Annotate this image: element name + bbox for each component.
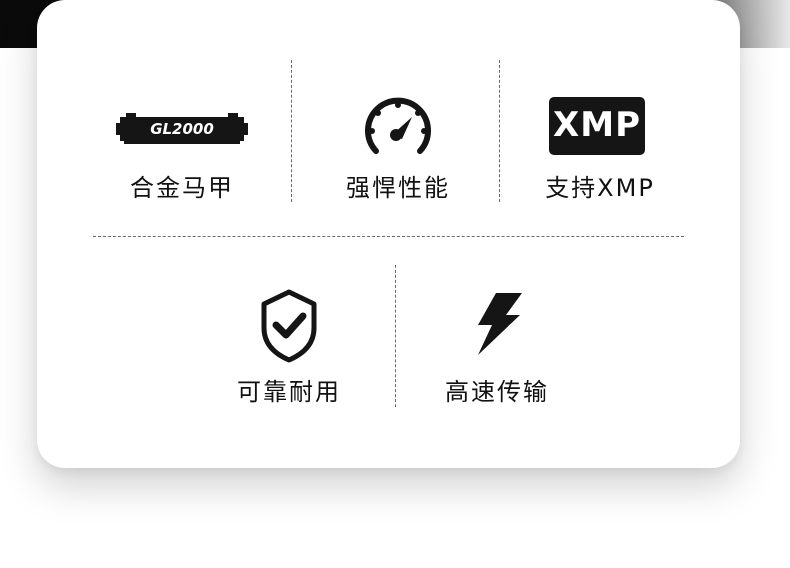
feature-label-alloy: 合金马甲	[130, 174, 234, 202]
divider-vertical-2	[499, 60, 500, 202]
feature-durability: 可靠耐用	[204, 288, 374, 406]
speedometer-icon	[365, 97, 431, 154]
shield-check-icon	[261, 289, 317, 363]
feature-xmp-support: XMP 支持XMP	[515, 97, 685, 210]
feature-card: GL2000 合金马甲 强悍性能 XMP 支持XMP 可靠耐用	[37, 0, 740, 468]
xmp-badge-text: XMP	[553, 105, 641, 145]
ram-badge-text: GL2000	[150, 120, 214, 138]
feature-label-high-speed: 高速传输	[445, 378, 549, 406]
divider-horizontal	[93, 236, 684, 237]
lightning-bolt-icon	[478, 293, 522, 355]
feature-label-xmp: 支持XMP	[545, 174, 655, 202]
divider-vertical-1	[291, 60, 292, 202]
feature-high-speed: 高速传输	[412, 290, 582, 406]
feature-alloy-heatsink: GL2000 合金马甲	[97, 100, 267, 210]
divider-vertical-3	[395, 265, 396, 407]
ram-module-icon: GL2000	[116, 113, 248, 144]
xmp-badge-icon: XMP	[549, 97, 645, 155]
feature-label-performance: 强悍性能	[346, 174, 450, 202]
feature-performance: 强悍性能	[313, 88, 483, 210]
feature-label-durability: 可靠耐用	[237, 378, 341, 406]
